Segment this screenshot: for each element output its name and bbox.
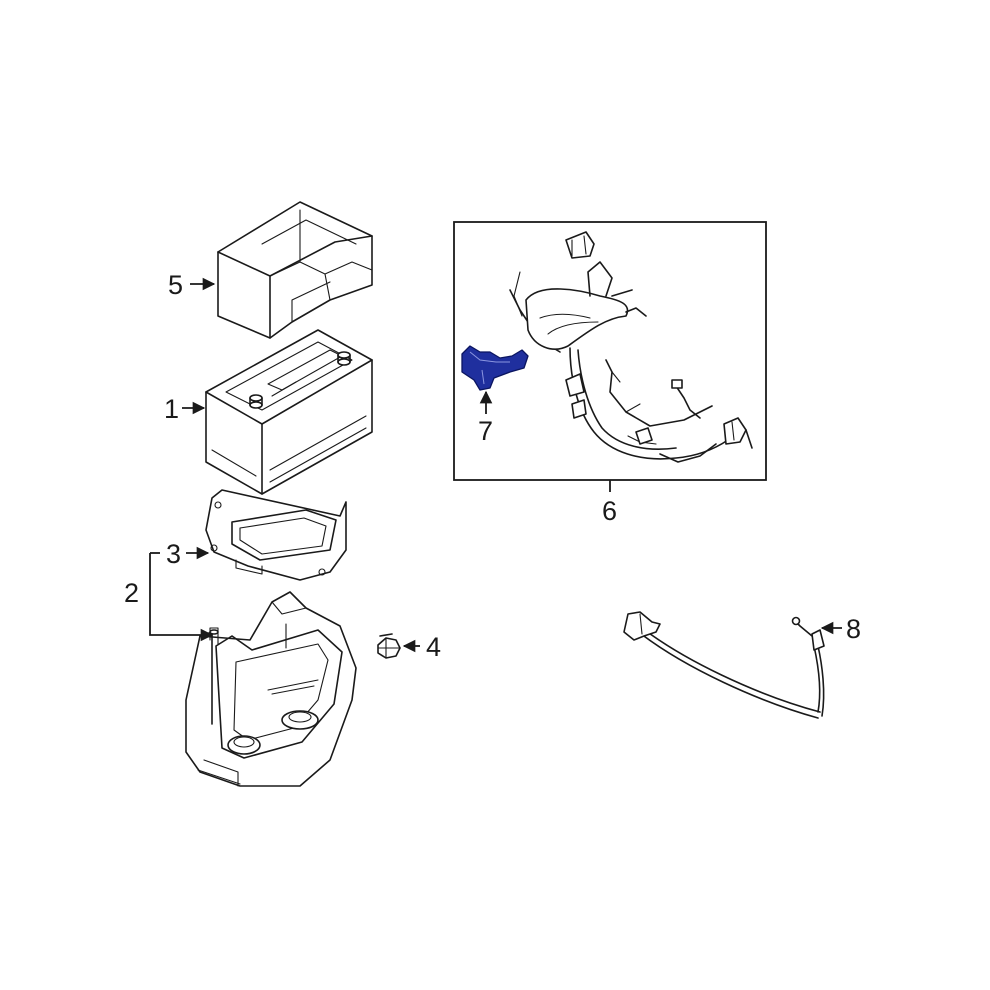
- harness-detail-box: [453, 221, 767, 481]
- wiring-harness-part[interactable]: [509, 231, 753, 463]
- callout-6: 6: [602, 496, 617, 526]
- battery-cover-part[interactable]: [217, 201, 373, 339]
- battery-tray-part[interactable]: [185, 591, 357, 787]
- callout-leaders: [149, 277, 842, 653]
- battery-part[interactable]: [205, 329, 373, 495]
- bolt-part[interactable]: [377, 633, 401, 659]
- hold-down-plate-part[interactable]: [205, 489, 347, 581]
- battery-cable-part[interactable]: [623, 611, 825, 719]
- callout-4: 4: [426, 632, 441, 662]
- battery-sensor-connector-part[interactable]: [461, 345, 529, 391]
- callout-5: 5: [168, 270, 183, 300]
- callout-2: 2: [124, 578, 139, 608]
- callout-8: 8: [846, 614, 861, 644]
- callout-3: 3: [166, 539, 181, 569]
- callout-1: 1: [164, 394, 179, 424]
- callout-7: 7: [478, 416, 493, 446]
